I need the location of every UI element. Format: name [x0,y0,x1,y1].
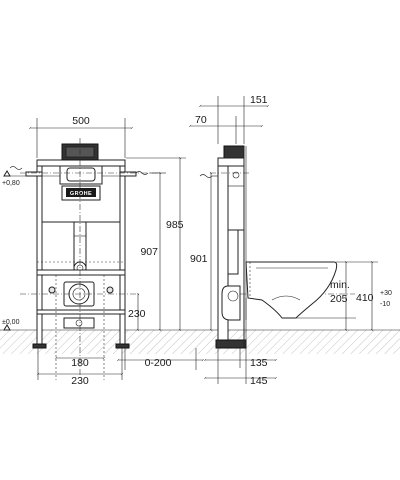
dim-side-135: 135 [250,357,268,369]
dim-height-907: 907 [140,246,158,258]
front-view-frame: GROHE [20,138,160,380]
level-zero: ±0,00 [2,319,20,326]
dim-bowl-205: 205 [330,293,348,305]
dim-bowl-410: 410 [356,292,374,304]
dim-side-145: 145 [250,375,268,387]
dim-side-151: 151 [250,94,268,106]
dim-bowl-min: min. [330,279,350,291]
wc-bowl [245,261,338,320]
dim-bottom-0-200: 0-200 [145,357,172,369]
dim-bottom-230: 230 [71,375,89,387]
brand-logo: GROHE [70,191,92,197]
dim-height-985: 985 [166,219,184,231]
dim-side-70: 70 [195,114,207,126]
side-dimensions: 151 70 901 135 145 min. 205 410 +30 -10 [188,94,392,387]
dim-bottom-180: 180 [71,357,89,369]
dim-bowl-tol-minus: -10 [380,301,390,308]
dim-bowl-tol-plus: +30 [380,290,392,297]
dim-front-width: 500 [72,115,90,127]
level-plus-080: +0,80 [2,180,20,187]
dim-height-230: 230 [128,308,146,320]
dim-side-901: 901 [190,253,208,265]
front-dimensions: 500 +0,80 ±0,00 907 985 230 180 230 [2,115,205,387]
floor [0,329,400,354]
